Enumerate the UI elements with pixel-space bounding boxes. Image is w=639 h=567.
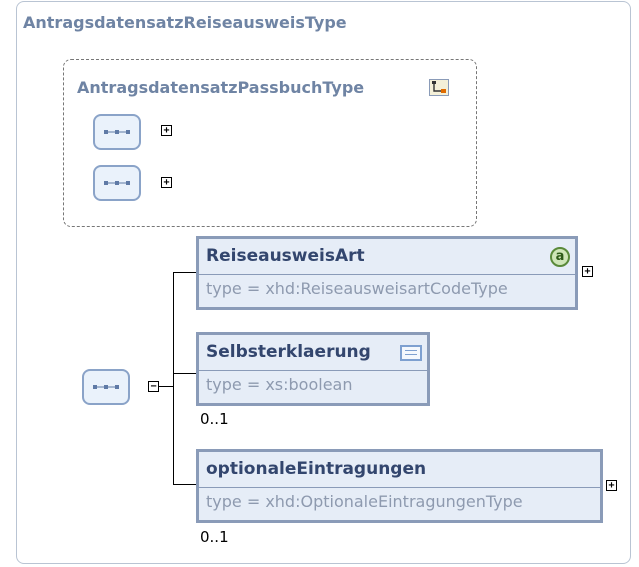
- base-type-title: AntragsdatensatzPassbuchType: [77, 78, 365, 97]
- element-optionaleeintragungen[interactable]: optionaleEintragungen type = xhd:Optiona…: [196, 449, 603, 523]
- element-selbsterklaerung[interactable]: Selbsterklaerung type = xs:boolean: [196, 332, 430, 406]
- element-reiseausweisart[interactable]: ReiseausweisArt a type = xhd:Reiseauswei…: [196, 236, 578, 310]
- connector-line: [173, 272, 174, 485]
- sequence-icon: [104, 130, 130, 134]
- expand-toggle[interactable]: +: [606, 480, 617, 491]
- element-type: type = xs:boolean: [206, 375, 353, 394]
- sequence-icon: [93, 385, 119, 389]
- collapse-toggle[interactable]: −: [148, 381, 159, 392]
- sequence-compositor-2[interactable]: [93, 165, 141, 201]
- element-type: type = xhd:OptionaleEintragungenType: [206, 492, 523, 511]
- connector-line: [159, 386, 174, 387]
- expand-toggle[interactable]: +: [161, 177, 172, 188]
- element-name: optionaleEintragungen: [206, 459, 427, 479]
- complex-type-title: AntragsdatensatzReiseausweisType: [23, 13, 347, 32]
- sequence-compositor-main[interactable]: [82, 369, 130, 405]
- element-type: type = xhd:ReiseausweisartCodeType: [206, 279, 508, 298]
- base-type-group: AntragsdatensatzPassbuchType: [63, 59, 477, 227]
- sequence-compositor-1[interactable]: [93, 114, 141, 150]
- expand-toggle[interactable]: +: [582, 266, 593, 277]
- connector-line: [173, 484, 198, 485]
- occurrence-label: 0..1: [200, 410, 229, 428]
- connector-line: [173, 272, 198, 273]
- element-name: Selbsterklaerung: [206, 342, 371, 362]
- connector-line: [173, 373, 198, 374]
- occurrence-label: 0..1: [200, 528, 229, 546]
- documentation-icon: [400, 345, 422, 361]
- element-name: ReiseausweisArt: [206, 246, 365, 266]
- sequence-icon: [104, 181, 130, 185]
- complex-type-icon: [429, 79, 449, 96]
- complex-type-container: AntragsdatensatzReiseausweisType: [16, 1, 631, 564]
- attribute-icon: a: [550, 247, 570, 267]
- expand-toggle[interactable]: +: [161, 125, 172, 136]
